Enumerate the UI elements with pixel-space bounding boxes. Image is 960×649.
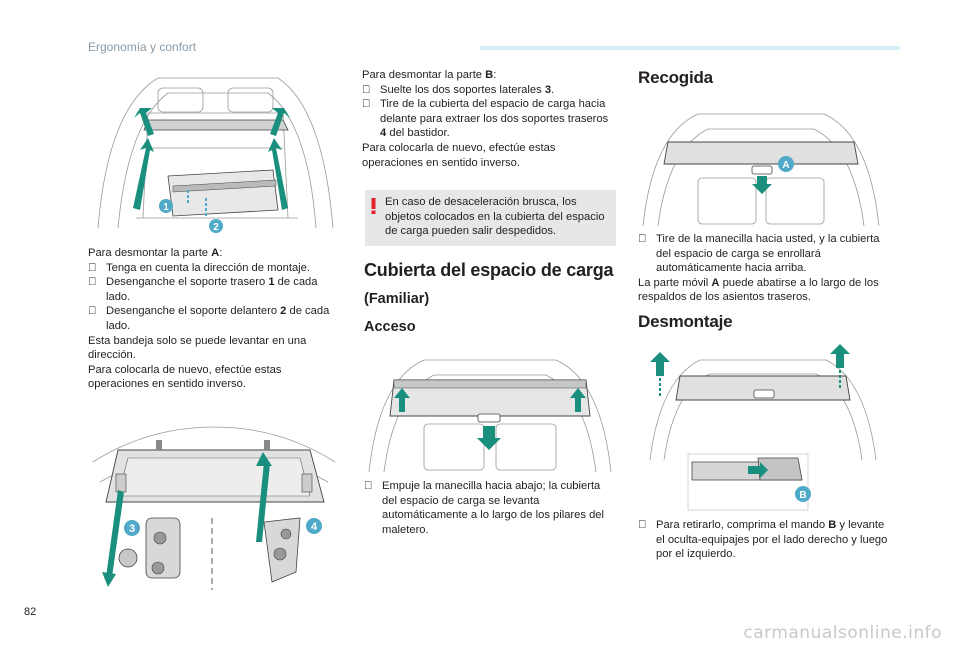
warning-exclamation-icon (371, 198, 376, 214)
intro-part-a: Para desmontar la parte A: (88, 247, 223, 259)
figure-label-1: 1 (163, 202, 169, 213)
intro-part-b: Para desmontar la parte B: (362, 69, 497, 81)
figure-label-4: 4 (311, 521, 318, 533)
column-1-text: Para desmontar la parte A: Tenga en cue… (88, 246, 338, 392)
figure-label-a: A (782, 160, 789, 171)
desmontaje-text: Para retirarlo, comprima el mando B y l… (638, 518, 888, 562)
paragraph: Para colocarla de nuevo, efectúe estas o… (88, 363, 282, 391)
figure-shelf-removal-part-a: 1 2 (88, 68, 340, 236)
list-item: Desenganche el soporte trasero 1 de cad… (88, 276, 318, 303)
watermark: carmanualsonline.info (743, 623, 942, 643)
section-header: Ergonomía y confort (88, 40, 197, 54)
recogida-heading: Recogida (638, 68, 713, 87)
list-item: Tire de la cubierta del espacio de carg… (362, 98, 609, 140)
list-item: Tenga en cuenta la dirección de montaje… (88, 261, 310, 274)
section-title: Cubierta del espacio de carga (364, 260, 614, 280)
acceso-heading: Acceso (364, 319, 416, 335)
recogida-text: Tire de la manecilla hacia usted, y la … (638, 232, 888, 305)
list-item: Desenganche el soporte delantero 2 de c… (88, 305, 330, 332)
list-item: Para retirarlo, comprima el mando B y l… (638, 519, 888, 561)
warning-box: En caso de desaceleración brusca, los ob… (365, 190, 616, 246)
figure-recogida: A (638, 104, 884, 228)
figure-desmontaje: B (640, 340, 886, 512)
header-accent-bar (480, 46, 900, 50)
figure-label-2: 2 (213, 222, 219, 233)
section-subtitle: (Familiar) (364, 291, 430, 307)
paragraph: Esta bandeja solo se puede levantar en u… (88, 334, 307, 362)
figure-label-3: 3 (129, 523, 135, 535)
column-2-text: Para desmontar la parte B: Suelte los d… (362, 68, 616, 170)
figure-label-b: B (799, 490, 806, 501)
list-item: Empuje la manecilla hacia abajo; la cub… (364, 480, 605, 536)
list-item: Suelte los dos soportes laterales 3. (362, 83, 555, 96)
page-number: 82 (24, 606, 37, 618)
desmontaje-heading: Desmontaje (638, 312, 733, 331)
acceso-text: Empuje la manecilla hacia abajo; la cub… (364, 479, 616, 537)
figure-shelf-removal-part-b: 3 4 (88, 422, 340, 592)
warning-text: En caso de desaceleración brusca, los ob… (385, 196, 605, 238)
paragraph: Para colocarla de nuevo, efectúe estas o… (362, 141, 556, 169)
figure-acceso (364, 350, 616, 474)
paragraph: La parte móvil A puede abatirse a lo lar… (638, 276, 879, 304)
list-item: Tire de la manecilla hacia usted, y la … (638, 233, 880, 275)
